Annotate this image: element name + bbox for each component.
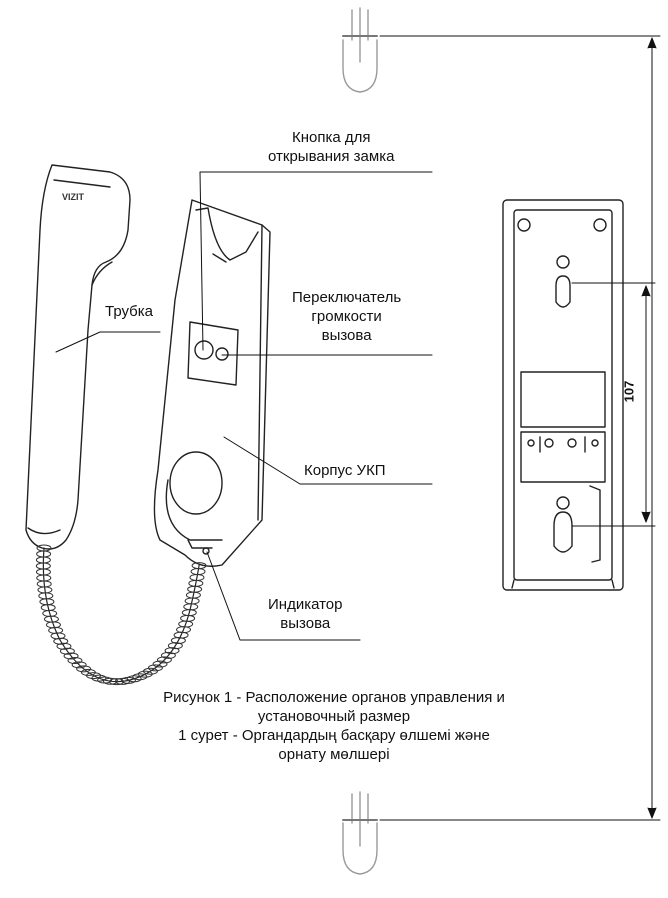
lock-button-icon	[194, 340, 214, 360]
coil-loop	[126, 675, 142, 683]
top-wall-plug-icon	[342, 7, 378, 93]
coiled-cord-icon	[42, 547, 201, 683]
coil-loop	[147, 664, 163, 672]
volume-switch-icon	[215, 347, 229, 361]
coil-loop	[191, 562, 207, 570]
coil-loop	[56, 642, 72, 650]
inner-dimension-line	[571, 282, 656, 527]
label-housing: Корпус УКП	[304, 462, 386, 479]
coil-loop	[156, 656, 172, 664]
leader-lines	[55, 171, 433, 641]
coil-loop	[76, 665, 92, 673]
rear-view-icon	[502, 199, 624, 591]
label-indicator: Индикатор вызова	[268, 596, 343, 632]
indicator-led-icon	[202, 547, 210, 555]
caption-line-1: Рисунок 1 - Расположение органов управле…	[163, 689, 505, 706]
label-volume-switch: Переключатель громкости вызова	[292, 289, 402, 344]
bottom-wall-plug-icon	[342, 791, 378, 875]
outer-dimension-line	[379, 35, 661, 821]
brand-logo: VIZIT	[62, 192, 85, 202]
figure-caption: Рисунок 1 - Расположение органов управле…	[0, 688, 668, 764]
coil-loop	[160, 651, 176, 659]
label-handset: Трубка	[105, 303, 153, 320]
caption-line-2: установочный размер	[257, 708, 411, 725]
housing-icon	[153, 199, 271, 567]
label-lock-button: Кнопка для открывания замка	[268, 129, 395, 165]
coil-loop	[59, 647, 75, 655]
coil-loop	[170, 636, 186, 644]
coil-loop	[71, 661, 87, 669]
handset-icon: VIZIT	[25, 164, 131, 550]
coil-loop	[164, 647, 180, 655]
coil-loop	[50, 632, 66, 640]
coil-loop	[167, 642, 183, 650]
coil-loop	[108, 678, 124, 686]
caption-line-3: 1 сурет - Органдардың басқару өлшемі жән…	[178, 727, 490, 744]
coil-loop	[152, 660, 168, 668]
coil-loop	[103, 677, 119, 685]
coil-loop	[67, 657, 83, 665]
coil-loop	[53, 637, 69, 645]
dimension-label: 107	[621, 380, 637, 403]
coil-loop	[142, 667, 158, 675]
coil-loop	[63, 652, 79, 660]
coil-loop	[91, 674, 107, 682]
caption-line-4: орнату мөлшері	[278, 746, 390, 763]
